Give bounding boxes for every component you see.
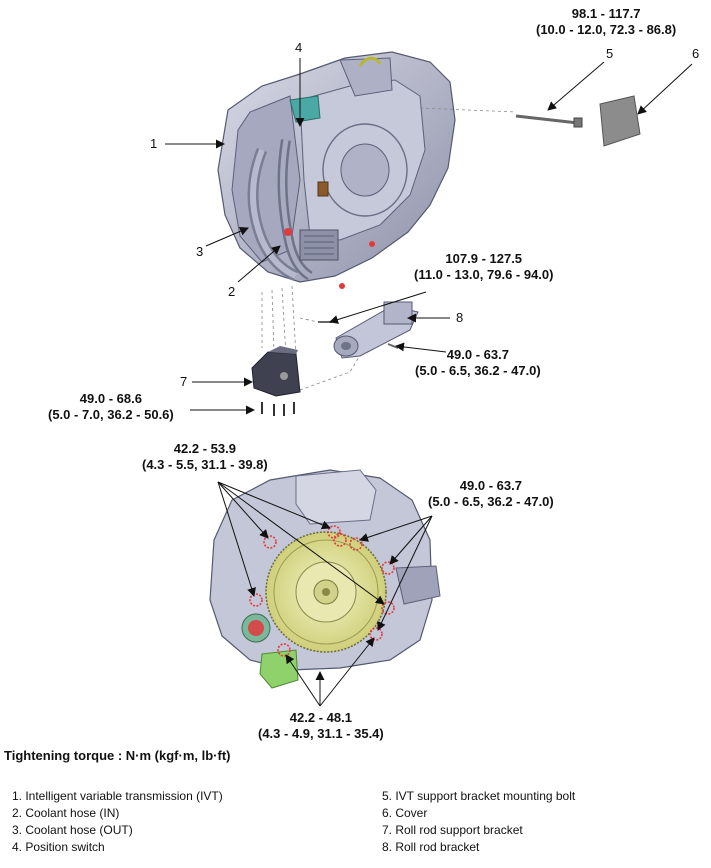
legend-item: 8. Roll rod bracket	[382, 840, 480, 854]
tightening-torque-caption: Tightening torque : N·m (kgf·m, lb·ft)	[4, 748, 231, 763]
callout-6: 6	[692, 46, 700, 61]
torque-value: 107.9 - 127.5	[445, 251, 523, 266]
torque-label-support-bracket: 49.0 - 68.6 (5.0 - 7.0, 36.2 - 50.6)	[48, 391, 174, 423]
torque-label-roll-rod-lower: 49.0 - 63.7 (5.0 - 6.5, 36.2 - 47.0)	[415, 347, 541, 379]
torque-conversion: (4.3 - 4.9, 31.1 - 35.4)	[258, 726, 384, 741]
torque-value: 49.0 - 68.6	[79, 391, 142, 406]
legend-item: 6. Cover	[382, 806, 428, 820]
torque-conversion: (5.0 - 6.5, 36.2 - 47.0)	[415, 363, 541, 378]
roll-rod-bracket	[318, 301, 419, 359]
torque-label-housing-right: 49.0 - 63.7 (5.0 - 6.5, 36.2 - 47.0)	[428, 478, 554, 510]
transmission-housing-illustration	[209, 469, 441, 689]
roll-rod-support-bracket	[251, 346, 301, 416]
torque-value: 49.0 - 63.7	[459, 478, 522, 493]
legend-item: 4. Position switch	[12, 840, 105, 854]
torque-conversion: (5.0 - 7.0, 36.2 - 50.6)	[48, 407, 174, 422]
callout-8: 8	[456, 310, 464, 325]
torque-value: 98.1 - 117.7	[571, 6, 641, 21]
parts-legend-left: 1. Intelligent variable transmission (IV…	[12, 788, 223, 856]
torque-conversion: (4.3 - 5.5, 31.1 - 39.8)	[142, 457, 268, 472]
callout-5: 5	[606, 46, 614, 61]
torque-label-roll-rod-upper: 107.9 - 127.5 (11.0 - 13.0, 79.6 - 94.0)	[414, 251, 553, 283]
callout-4: 4	[295, 40, 303, 55]
torque-conversion: (5.0 - 6.5, 36.2 - 47.0)	[428, 494, 554, 509]
ivt-support-bracket-bolt	[515, 114, 583, 128]
parts-legend-right: 5. IVT support bracket mounting bolt 6. …	[382, 788, 575, 856]
torque-value: 49.0 - 63.7	[446, 347, 509, 362]
legend-item: 7. Roll rod support bracket	[382, 823, 523, 837]
legend-item: 3. Coolant hose (OUT)	[12, 823, 133, 837]
torque-conversion: (11.0 - 13.0, 79.6 - 94.0)	[414, 267, 554, 282]
torque-value: 42.2 - 48.1	[289, 710, 352, 725]
torque-label-bolt5: 98.1 - 117.7 (10.0 - 12.0, 72.3 - 86.8)	[536, 6, 676, 38]
legend-item: 2. Coolant hose (IN)	[12, 806, 120, 820]
torque-conversion: (10.0 - 12.0, 72.3 - 86.8)	[536, 22, 677, 37]
legend-item: 1. Intelligent variable transmission (IV…	[12, 789, 223, 803]
leader-arrows	[165, 58, 693, 707]
callout-1: 1	[150, 136, 158, 151]
ivt-transmission-illustration	[217, 51, 517, 391]
callout-3: 3	[196, 244, 204, 259]
torque-label-housing-bottom: 42.2 - 48.1 (4.3 - 4.9, 31.1 - 35.4)	[258, 710, 384, 742]
torque-value: 42.2 - 53.9	[173, 441, 236, 456]
cover-part	[599, 95, 641, 147]
callout-7: 7	[180, 374, 188, 389]
torque-label-housing-top-left: 42.2 - 53.9 (4.3 - 5.5, 31.1 - 39.8)	[142, 441, 268, 473]
legend-item: 5. IVT support bracket mounting bolt	[382, 789, 576, 803]
callout-2: 2	[228, 284, 236, 299]
